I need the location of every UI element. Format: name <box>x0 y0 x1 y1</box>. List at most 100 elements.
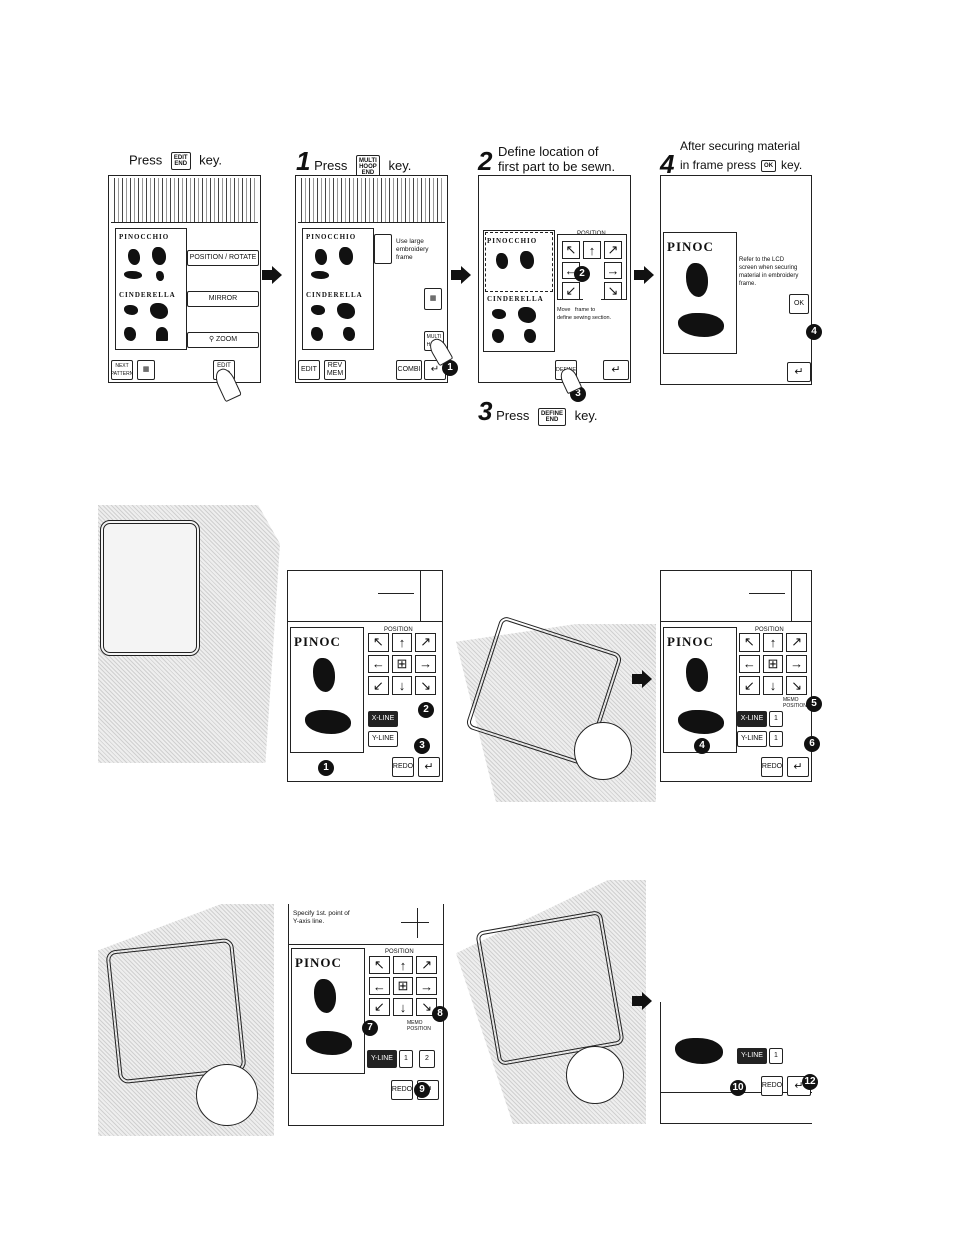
arrow-up-left-button[interactable]: ↖ <box>368 633 389 652</box>
redo-button[interactable]: REDO <box>392 757 414 777</box>
pattern-title: CINDERELLA <box>306 291 363 299</box>
y-line-button[interactable]: Y-LINE <box>368 731 398 747</box>
arrow-up-left-button[interactable]: ↖ <box>369 956 390 974</box>
arrow-down-button[interactable]: ↓ <box>392 998 414 1016</box>
delete-button[interactable]: ▦ <box>424 288 442 310</box>
arrow-up-right-button[interactable]: ↗ <box>604 241 622 259</box>
arrow-up-button[interactable]: ↑ <box>583 241 601 259</box>
return-button[interactable]: ↵ <box>787 757 809 777</box>
pattern-preview: PINOC <box>291 948 365 1074</box>
arrow-right-button[interactable]: → <box>786 654 807 674</box>
rev-mem-button[interactable]: REV MEM <box>324 360 346 380</box>
y-line-button[interactable]: Y-LINE <box>737 1048 767 1064</box>
arrow-down-right-button[interactable]: ↘ <box>604 282 622 300</box>
arrow-down-button[interactable]: ↓ <box>391 676 413 695</box>
arrow-down-left-button[interactable]: ↙ <box>739 676 760 695</box>
axis-line <box>791 571 792 621</box>
arrow-up-button[interactable]: ↑ <box>392 956 414 974</box>
arrow-right-icon <box>632 670 652 688</box>
arrow-down-left-button[interactable]: ↙ <box>369 998 390 1016</box>
figure <box>675 1038 723 1064</box>
marker-12: 12 <box>802 1074 818 1090</box>
pattern-title: PINOCCHIO <box>487 237 538 245</box>
caption-text: key. <box>574 408 598 423</box>
combi-button[interactable]: COMBI <box>396 360 422 380</box>
redo-button[interactable]: REDO <box>391 1080 413 1100</box>
marker-3: 3 <box>414 738 430 754</box>
center-button[interactable]: ⊞ <box>762 654 784 674</box>
return-button[interactable]: ↵ <box>418 757 440 777</box>
arrow-left-button[interactable]: ← <box>739 654 760 674</box>
caption-step-4: After securing material 4 in frame press… <box>660 138 830 177</box>
zoom-button[interactable]: ⚲ ZOOM <box>187 332 259 348</box>
return-button[interactable]: ↵ <box>787 362 811 382</box>
arrow-up-left-button[interactable]: ↖ <box>562 241 580 259</box>
figure <box>156 327 168 341</box>
arrow-up-right-button[interactable]: ↗ <box>415 633 436 652</box>
arrow-left-button[interactable]: ← <box>369 977 390 995</box>
arrow-down-button[interactable]: ↓ <box>762 676 784 695</box>
pattern-preview: PINOC <box>663 232 737 354</box>
arrow-right-button[interactable]: → <box>415 654 436 674</box>
return-button[interactable]: ↵ <box>603 360 629 380</box>
memo-position-1-button[interactable]: 1 <box>399 1050 413 1068</box>
memo-position-label: MEMO POSITION <box>407 1020 431 1032</box>
lcd-screen-edit: PINOCCHIO CINDERELLA POSITION / ROTATE M… <box>108 175 261 383</box>
redo-button[interactable]: REDO <box>761 1076 783 1096</box>
y-line-button[interactable]: Y-LINE <box>737 731 767 747</box>
arrow-down-left-button[interactable]: ↙ <box>368 676 389 695</box>
next-pattern-button[interactable]: NEXT PATTERN <box>111 360 133 380</box>
arrow-up-left-button[interactable]: ↖ <box>739 633 760 652</box>
return-icon: ↵ <box>794 1080 804 1092</box>
mirror-button[interactable]: MIRROR <box>187 291 259 307</box>
figure <box>311 327 323 341</box>
x-line-button[interactable]: X-LINE <box>368 711 398 727</box>
arrow-right-icon <box>634 266 654 284</box>
screen-header <box>661 571 811 622</box>
arrow-up-button[interactable]: ↑ <box>391 633 413 652</box>
arrow-up-right-button[interactable]: ↗ <box>786 633 807 652</box>
x-line-button[interactable]: X-LINE <box>737 711 767 727</box>
caption-step-2: 2 Define location of first part to be se… <box>478 142 638 176</box>
arrow-down-right-button[interactable]: ↘ <box>786 676 807 695</box>
pattern-title: PINOC <box>295 955 342 970</box>
arrow-right-button[interactable]: → <box>416 977 437 995</box>
memo-position-1-button[interactable]: 1 <box>769 711 783 727</box>
caption-text: Press <box>496 408 530 423</box>
figure <box>678 710 724 734</box>
arrow-up-right-button[interactable]: ↗ <box>416 956 437 974</box>
arrow-down-left-button[interactable]: ↙ <box>562 282 580 300</box>
redo-button[interactable]: REDO <box>761 757 783 777</box>
pattern-title: PINOC <box>294 634 341 649</box>
axis-line <box>378 593 414 594</box>
arrow-right-button[interactable]: → <box>604 262 622 279</box>
memo-position-1-button[interactable]: 1 <box>769 1048 783 1064</box>
position-group: ↖ ↑ ↗ ← → ↙ ↘ <box>557 234 627 300</box>
axis-line <box>417 908 418 938</box>
figure <box>314 979 336 1013</box>
figure <box>496 253 508 269</box>
memo-position-1-button[interactable]: 1 <box>769 731 783 747</box>
y-line-button[interactable]: Y-LINE <box>367 1050 397 1068</box>
figure <box>156 271 164 281</box>
lcd-screen-define: PINOCCHIO CINDERELLA POSITION ↖ ↑ ↗ ← → … <box>478 175 631 383</box>
delete-button[interactable]: ▦ <box>137 360 155 380</box>
memo-position-2-button[interactable]: 2 <box>419 1050 435 1068</box>
arrow-down-right-button[interactable]: ↘ <box>415 676 436 695</box>
edit-button[interactable]: EDIT <box>298 360 320 380</box>
center-button[interactable]: ⊞ <box>392 977 414 995</box>
hoop-latch-detail <box>574 722 632 780</box>
figure <box>337 303 355 319</box>
caption-text: first part to be sewn. <box>498 159 616 174</box>
arrow-up-button[interactable]: ↑ <box>762 633 784 652</box>
caption-press-edit-end: Press EDIT END key. <box>129 152 222 170</box>
pattern-title: PINOCCHIO <box>306 233 357 241</box>
lcd-screen-multi-hoop: PINOCCHIO CINDERELLA Use large embroider… <box>295 175 448 383</box>
position-rotate-button[interactable]: POSITION / ROTATE <box>187 250 259 266</box>
return-icon: ↵ <box>424 761 434 773</box>
center-button[interactable]: ⊞ <box>391 654 413 674</box>
arrow-left-button[interactable]: ← <box>368 654 389 674</box>
large-frame-note: Use large embroidery frame <box>396 238 429 261</box>
ok-button[interactable]: OK <box>789 294 809 314</box>
step-number: 1 <box>296 146 311 176</box>
